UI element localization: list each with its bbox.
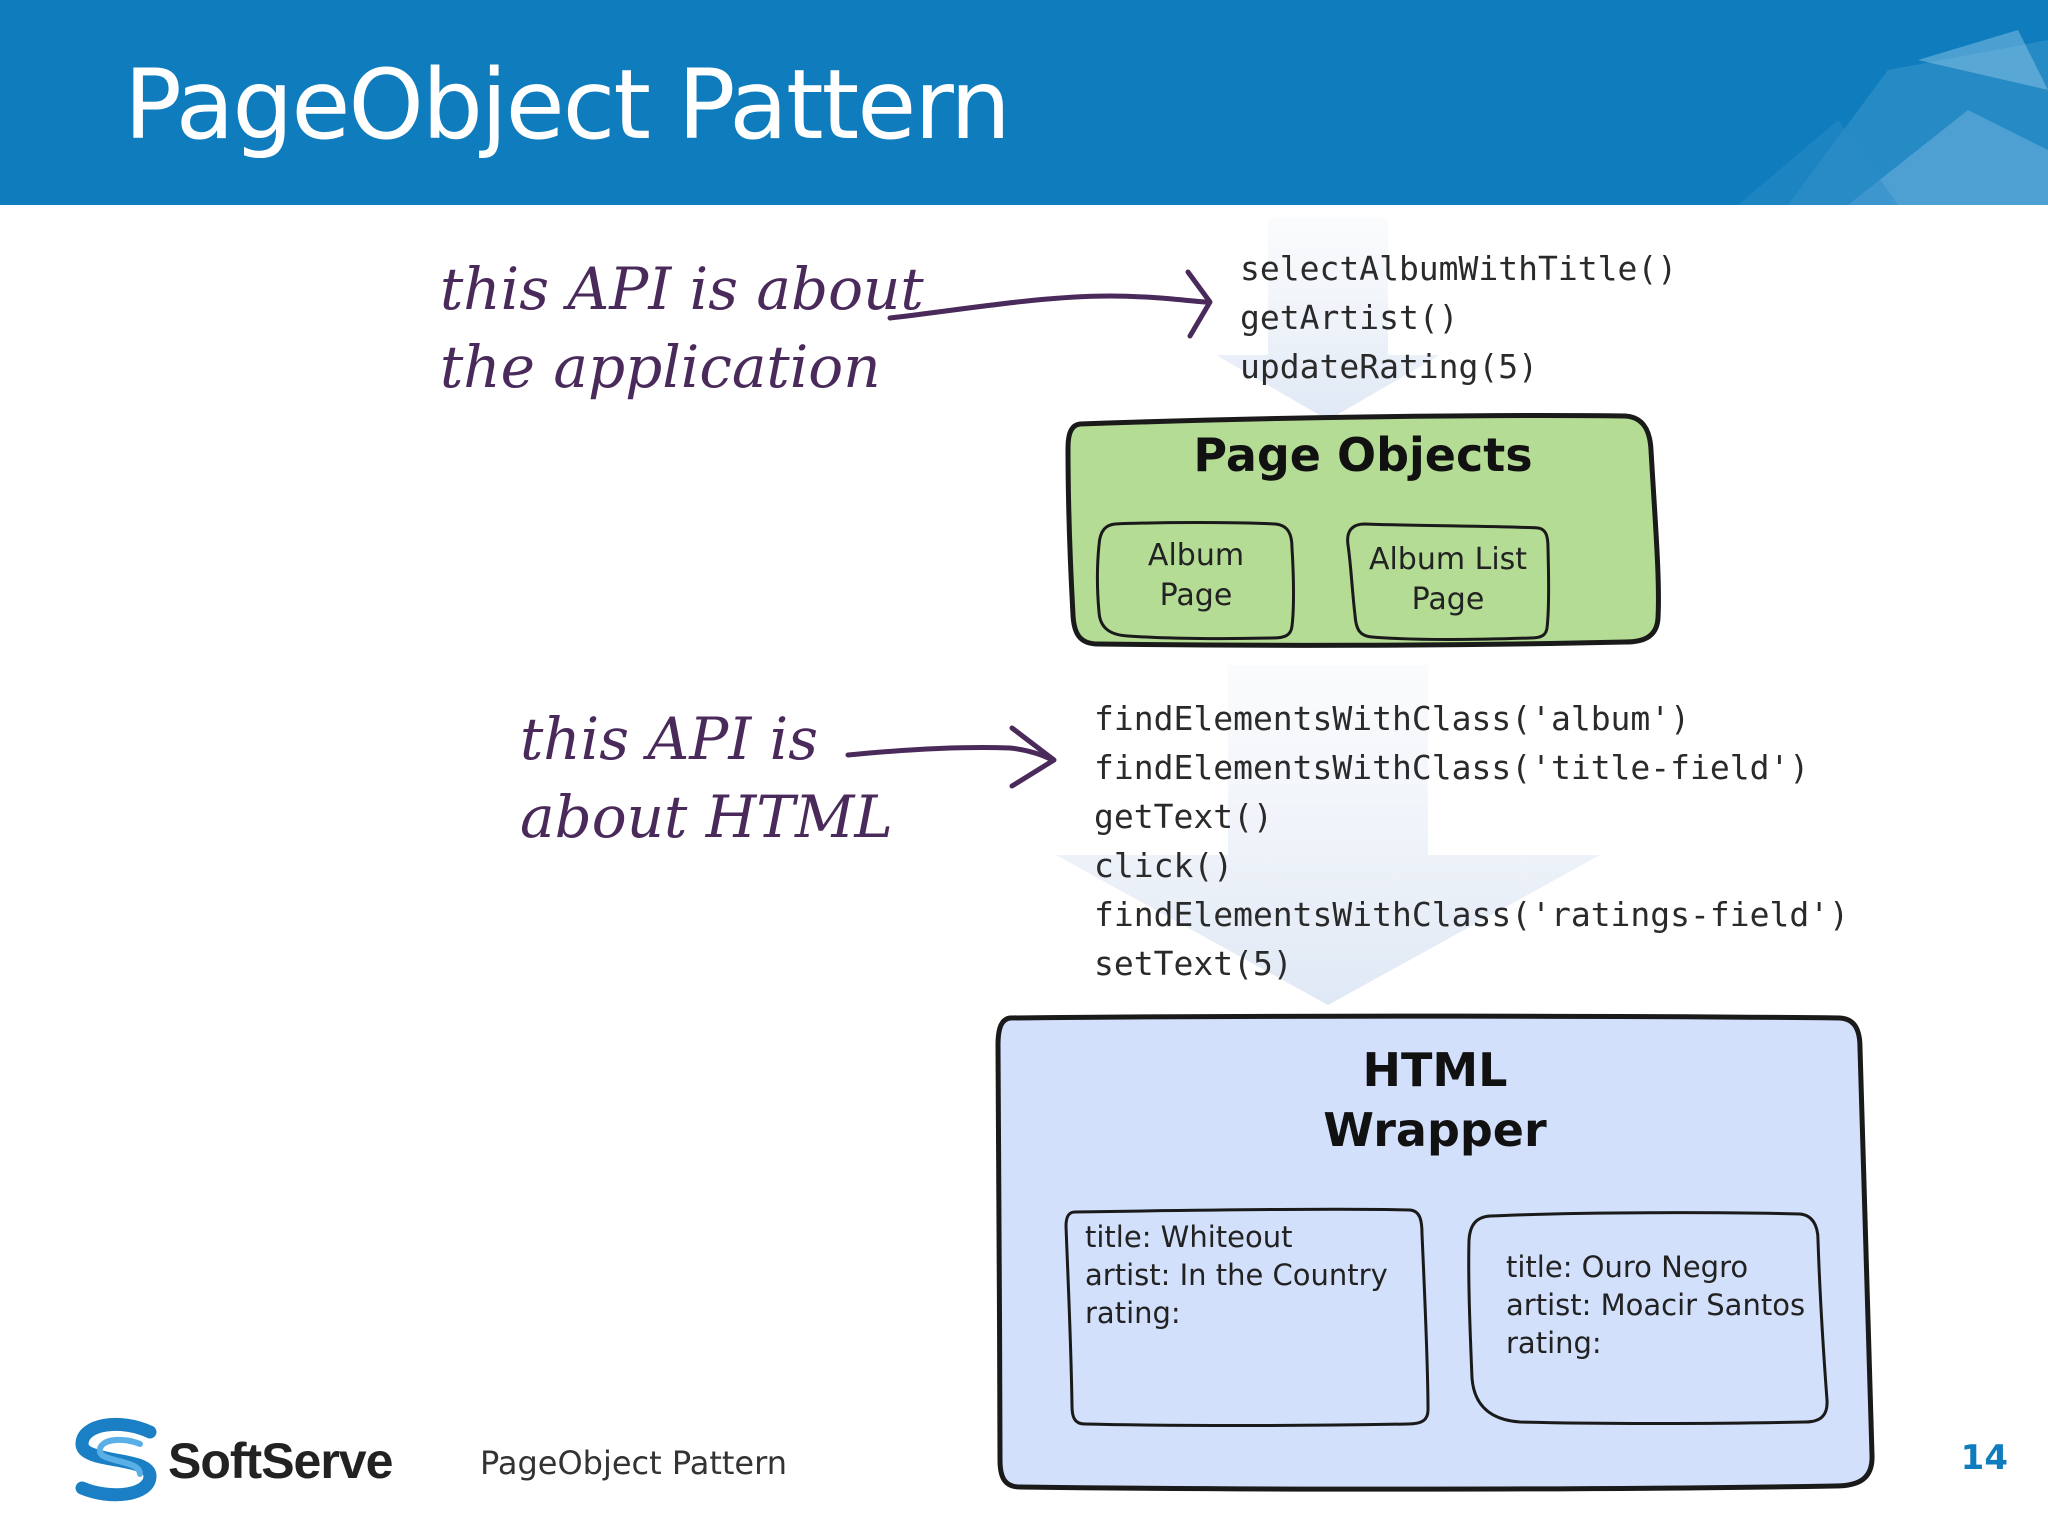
album-page-label: Album Page	[1099, 536, 1293, 616]
title-line: Wrapper	[1323, 1103, 1547, 1157]
album-page-box	[1096, 521, 1295, 641]
method-line: selectAlbumWithTitle()	[1240, 249, 1678, 288]
label-line: Page	[1159, 578, 1233, 613]
page-objects-title: Page Objects	[1193, 428, 1533, 482]
label-line: Page	[1411, 582, 1485, 617]
label-line: Album List	[1368, 542, 1528, 577]
record-artist: artist: Moacir Santos	[1506, 1288, 1806, 1322]
method-line: setText(5)	[1094, 944, 1293, 983]
annotation-line: this API is	[520, 705, 818, 773]
footer-title: PageObject Pattern	[480, 1444, 787, 1482]
method-line: findElementsWithClass('title-field')	[1094, 748, 1810, 787]
annotation-arrow-top	[887, 293, 1208, 321]
annotation-html-api: this API is about HTML	[520, 700, 893, 856]
softserve-logo-icon	[75, 1417, 157, 1502]
annotation-arrowhead-bottom	[1009, 725, 1057, 789]
method-line: getArtist()	[1240, 298, 1459, 337]
method-line: findElementsWithClass('ratings-field')	[1094, 895, 1849, 934]
title-line: HTML	[1362, 1043, 1508, 1097]
method-line: getText()	[1094, 797, 1273, 836]
annotation-line: about HTML	[520, 783, 893, 851]
flow-arrow-bottom	[1056, 665, 1600, 1005]
method-line: click()	[1094, 846, 1234, 885]
page-number: 14	[1960, 1438, 2008, 1478]
record-artist: artist: In the Country	[1085, 1258, 1388, 1292]
record-box-1	[1064, 1207, 1430, 1427]
album-record-1: title: Whiteout artist: In the Country r…	[1085, 1218, 1388, 1332]
record-rating: rating:	[1085, 1296, 1181, 1330]
annotation-app-api: this API is about the application	[440, 250, 924, 406]
record-title: title: Ouro Negro	[1506, 1250, 1749, 1284]
label-line: Album	[1147, 538, 1245, 573]
annotation-arrowhead-top	[1185, 269, 1213, 339]
header-decoration	[1738, 30, 2048, 205]
album-list-page-label: Album List Page	[1348, 540, 1548, 620]
app-api-methods: selectAlbumWithTitle() getArtist() updat…	[1240, 244, 1677, 391]
album-record-2: title: Ouro Negro artist: Moacir Santos …	[1506, 1248, 1805, 1362]
record-rating: rating:	[1506, 1326, 1602, 1360]
flow-arrow-top	[1216, 218, 1440, 420]
annotation-line: this API is about	[440, 255, 924, 323]
html-api-methods: findElementsWithClass('album') findEleme…	[1094, 694, 1849, 988]
album-list-page-box	[1346, 522, 1551, 641]
record-box-2	[1467, 1211, 1829, 1425]
slide-header: PageObject Pattern	[0, 0, 2048, 205]
record-title: title: Whiteout	[1085, 1220, 1293, 1254]
slide-title: PageObject Pattern	[124, 49, 1011, 161]
html-wrapper-title: HTML Wrapper	[1000, 1040, 1870, 1160]
method-line: updateRating(5)	[1240, 347, 1539, 386]
method-line: findElementsWithClass('album')	[1094, 699, 1691, 738]
annotation-arrow-bottom	[845, 744, 1055, 763]
annotation-line: the application	[440, 333, 881, 401]
brand-name: SoftServe	[168, 1433, 393, 1489]
